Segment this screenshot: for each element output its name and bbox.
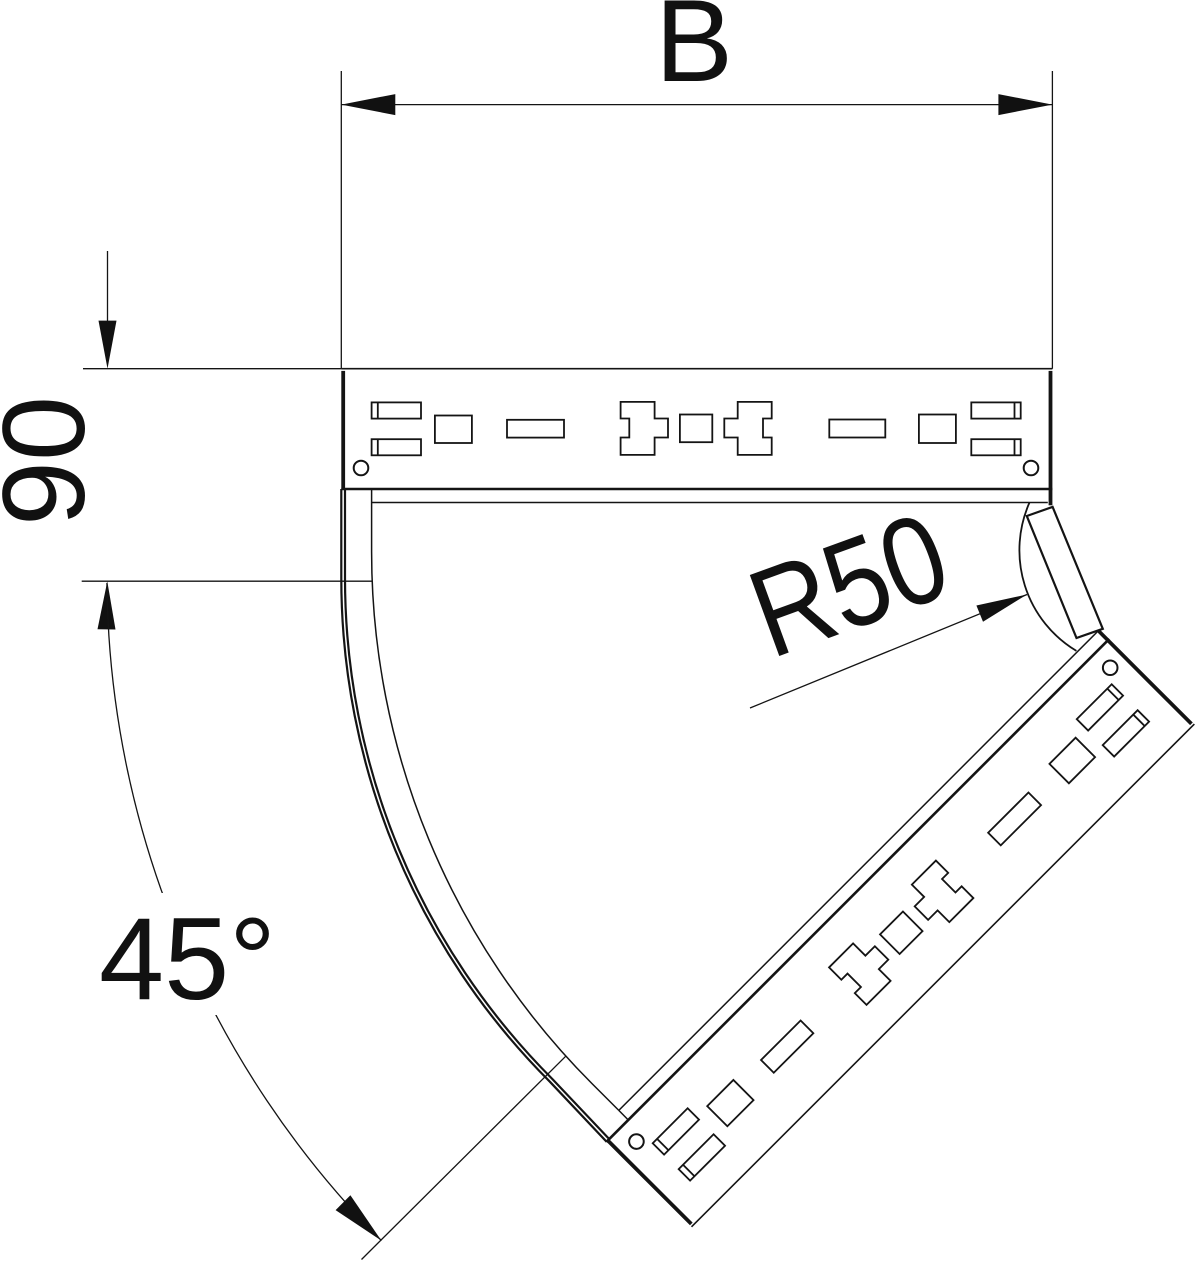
svg-text:B: B	[655, 0, 733, 106]
svg-text:45°: 45°	[99, 893, 276, 1024]
svg-text:90: 90	[0, 396, 109, 526]
